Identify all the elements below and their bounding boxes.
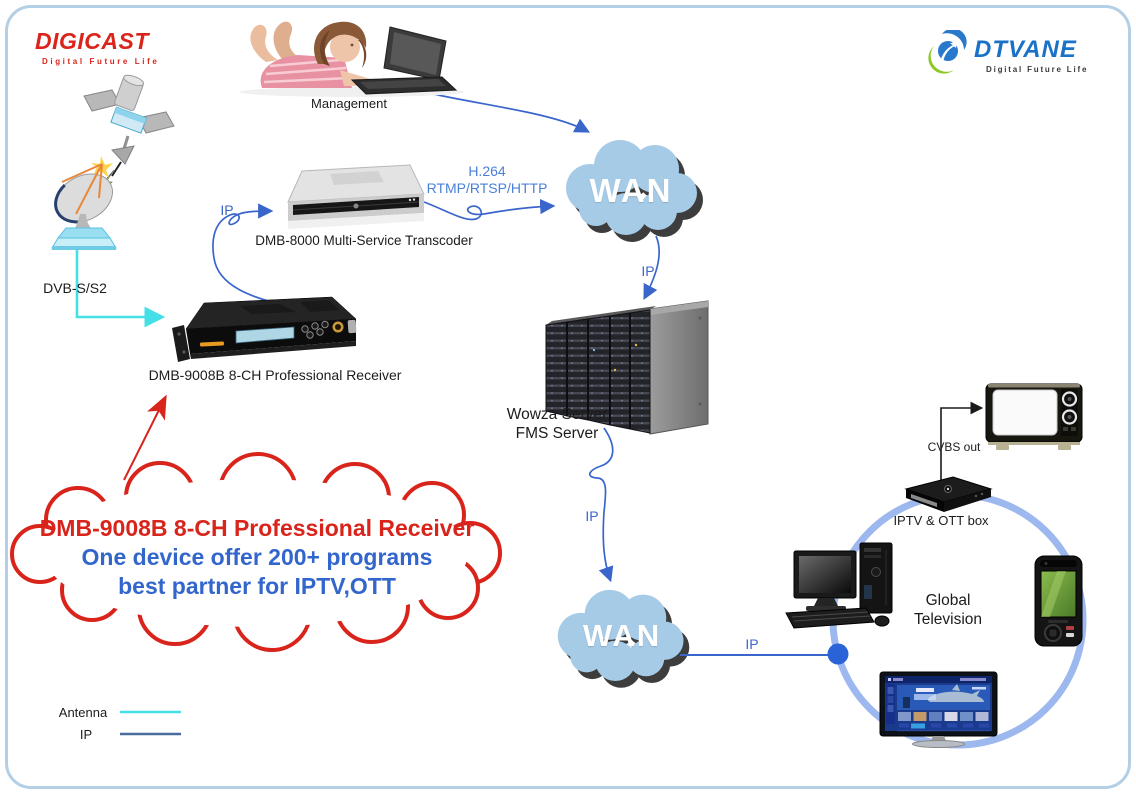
- callout-line-2: One device offer 200+ programs: [81, 544, 433, 570]
- ip-label-receiver-transcoder: IP: [220, 202, 234, 218]
- receiver-label: DMB-9008B 8-CH Professional Receiver: [148, 367, 402, 383]
- wan2-label: WAN: [582, 618, 662, 653]
- wan1-label: WAN: [589, 172, 673, 209]
- transcoder-device: [287, 164, 425, 229]
- ip-label-server-wan: IP: [585, 508, 599, 524]
- dvb-label: DVB-S/S2: [43, 280, 107, 296]
- crt-tv-icon: [985, 383, 1083, 450]
- digicast-logo-text: DIGICAST: [35, 28, 149, 54]
- ip-label-wan-server: IP: [641, 263, 655, 279]
- mobile-phone-icon: [1034, 555, 1083, 647]
- management-label: Management: [311, 96, 387, 111]
- girl-laptop-image: [240, 21, 464, 97]
- rtmp-rtsp-http-label: RTMP/RTSP/HTTP: [426, 180, 548, 196]
- satellite-dish-icon: [51, 156, 117, 250]
- cvbs-label: CVBS out: [927, 440, 981, 454]
- server-rack-image: [545, 300, 709, 435]
- callout-cloud: [10, 452, 502, 652]
- ip-label-wan-clients: IP: [745, 636, 759, 652]
- callout-line-3: best partner for IPTV,OTT: [118, 573, 396, 599]
- callout-arrow: [123, 394, 167, 481]
- legend-lines: [120, 710, 181, 736]
- callout-line-1: DMB-9008B 8-CH Professional Receiver: [39, 515, 475, 541]
- transcoder-label: DMB-8000 Multi-Service Transcoder: [255, 233, 473, 248]
- dtvane-tagline: Digital Future Life: [986, 65, 1089, 74]
- transcoder-to-wan-line: [423, 198, 556, 221]
- ott-box-label: IPTV & OTT box: [893, 513, 989, 528]
- iptv-tv-icon: [879, 671, 998, 748]
- dtvane-logo-text: DTVANE: [974, 36, 1077, 63]
- server-to-wan-line: [588, 427, 614, 583]
- receiver-to-transcoder-line: [212, 203, 289, 307]
- satellite-icon: [83, 74, 175, 165]
- connection-lines: [75, 81, 984, 665]
- desktop-pc-icon: [785, 542, 893, 629]
- cvbs-line: [940, 401, 984, 483]
- global-tv-label-2: Television: [913, 611, 983, 628]
- h264-label: H.264: [468, 163, 506, 179]
- digicast-logo: DIGICAST Digital Future Life: [35, 28, 159, 66]
- wan-to-server-line: [643, 235, 660, 301]
- receiver-device: [172, 296, 357, 362]
- wowza-server-label: Wowza Server: [506, 406, 608, 423]
- fms-server-label: FMS Server: [515, 425, 599, 442]
- network-node-dot: [827, 643, 849, 665]
- digicast-tagline: Digital Future Life: [42, 57, 160, 66]
- antenna-line: [75, 248, 166, 328]
- ott-box-icon: [904, 476, 993, 512]
- legend-antenna-label: Antenna: [58, 705, 108, 720]
- legend-ip-label: IP: [79, 727, 93, 742]
- dtvane-logo: DTVANE Digital Future Life: [926, 30, 1088, 76]
- global-tv-label-1: Global: [925, 592, 971, 609]
- dtvane-logo-icon: [928, 30, 967, 74]
